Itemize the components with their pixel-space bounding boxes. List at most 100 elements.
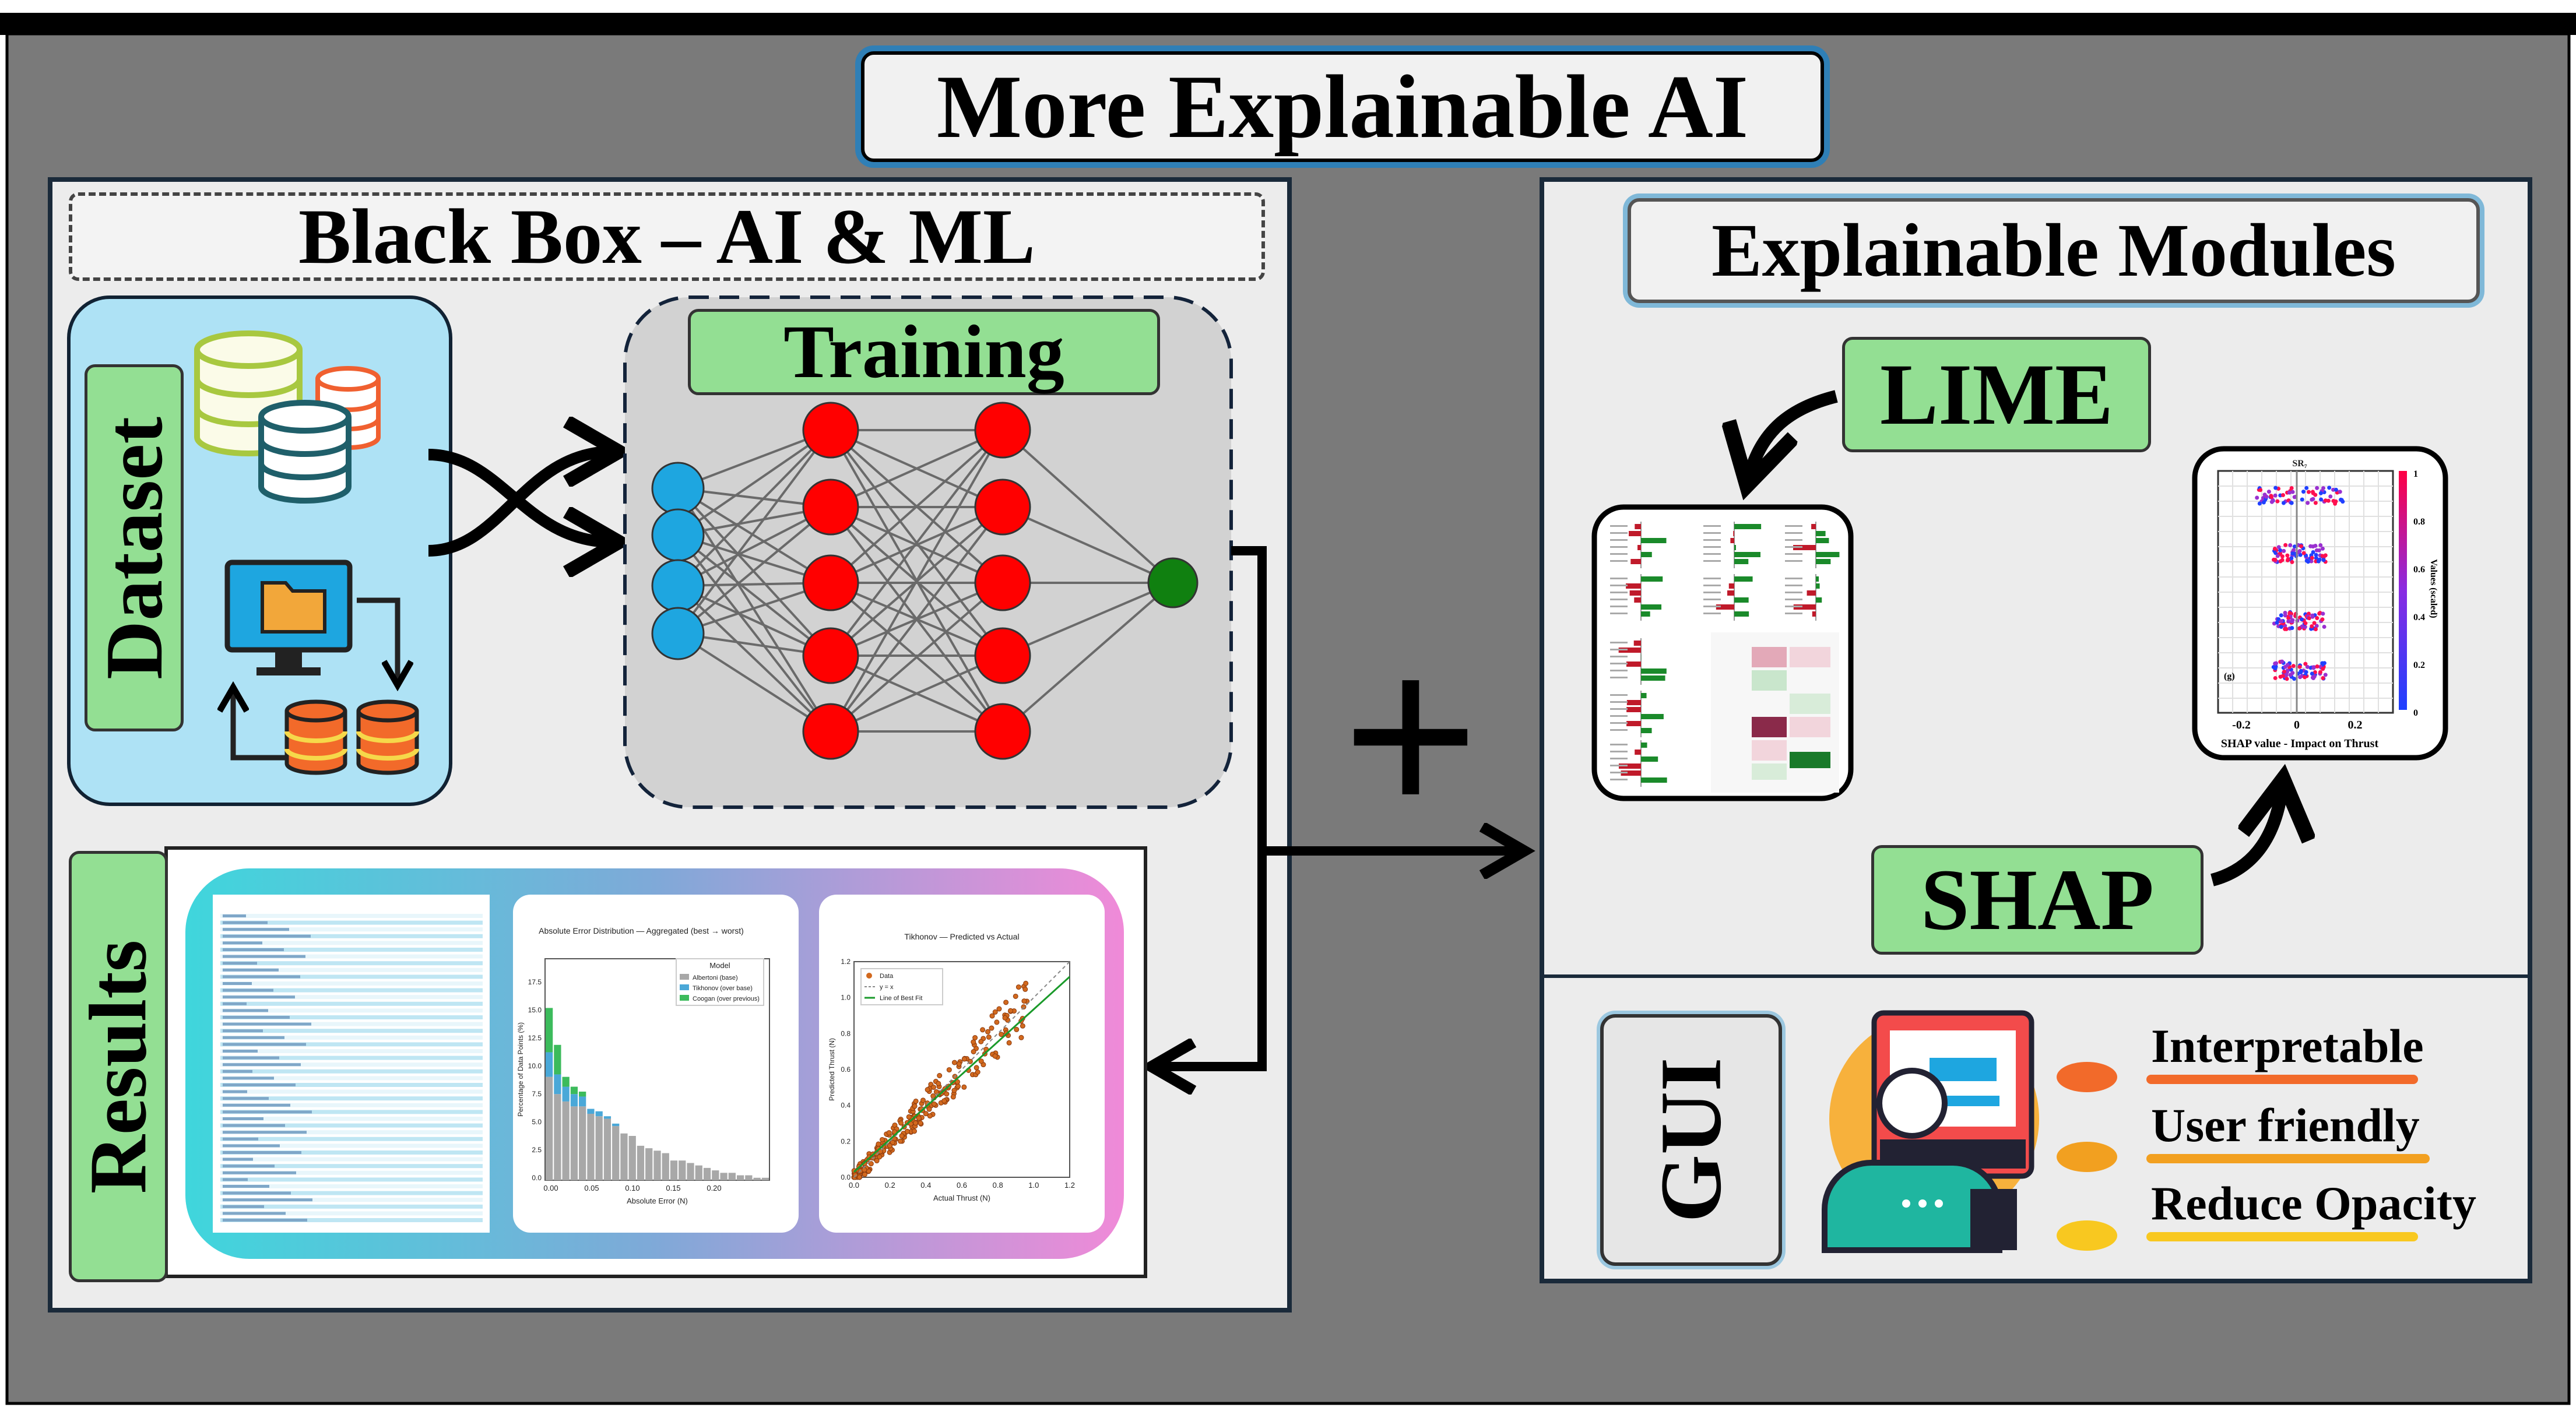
error-xtick: 0.05 (584, 1184, 599, 1192)
shap-label: SHAP (1871, 845, 2204, 955)
shap-dot (2323, 673, 2328, 677)
lime-bar (1621, 770, 1641, 776)
lime-feature-label (1610, 694, 1628, 696)
table-row-text (223, 1164, 275, 1168)
shap-dot (2318, 670, 2322, 674)
table-row (220, 1022, 483, 1026)
nn-connection (830, 429, 1003, 508)
shap-dot (2321, 675, 2325, 680)
lime-feature-label (1610, 708, 1628, 710)
lime-bar (1641, 756, 1658, 762)
shap-dot (2301, 490, 2306, 494)
scatter-point (989, 1013, 995, 1019)
error-bar-base (703, 1167, 711, 1180)
table-row-text (223, 934, 311, 938)
table-row-text (223, 1191, 291, 1195)
table-row (220, 1055, 483, 1060)
shap-dot (2320, 617, 2325, 622)
scatter-point (879, 1136, 885, 1142)
error-chart-title: Absolute Error Distribution — Aggregated… (539, 926, 744, 935)
shap-dot (2338, 490, 2342, 494)
shap-dot (2314, 624, 2319, 628)
lime-bar (1816, 559, 1831, 564)
scatter-point (971, 1048, 976, 1054)
error-ytick: 15.0 (528, 1006, 542, 1014)
shap-dot (2331, 487, 2336, 492)
table-row-text (223, 1212, 286, 1215)
table-row (220, 1218, 483, 1222)
table-row-text (223, 1097, 269, 1100)
plus-sign: + (1343, 604, 1479, 864)
table-row-text (223, 1124, 285, 1127)
shap-dot (2291, 664, 2296, 668)
scatter-point (1008, 1008, 1014, 1014)
table-row (220, 1150, 483, 1155)
scatter-point (876, 1141, 881, 1147)
scatter-point (852, 1172, 858, 1178)
shap-dot (2316, 559, 2321, 564)
table-row (220, 1191, 483, 1195)
table-row (220, 1110, 483, 1114)
gui-user-icon (1822, 1010, 2039, 1253)
error-bar-base (570, 1106, 578, 1180)
error-bar-base (679, 1160, 686, 1180)
shap-dot (2305, 664, 2310, 669)
error-bar-base (695, 1165, 702, 1180)
table-row (220, 1035, 483, 1040)
nn-connection (830, 582, 1004, 733)
lime-label: LIME (1842, 337, 2151, 452)
shap-dot (2313, 501, 2318, 505)
table-row (220, 981, 483, 986)
shap-dot (2290, 551, 2295, 556)
scatter-point (913, 1120, 919, 1126)
nn-connection (677, 632, 832, 733)
shap-dot (2306, 560, 2310, 564)
scatter-xtick: 1.2 (1064, 1181, 1075, 1190)
shap-xtick: 0 (2294, 719, 2300, 731)
lime-feature-label (1703, 606, 1721, 607)
table-row (220, 1076, 483, 1081)
shap-dot (2288, 673, 2293, 677)
lime-bar (1793, 545, 1816, 550)
scatter-point (954, 1079, 960, 1085)
table-row (220, 1211, 483, 1216)
lime-bar (1635, 750, 1641, 755)
shap-dot (2310, 624, 2314, 629)
error-bar-base (662, 1153, 669, 1180)
scatter-point (931, 1101, 937, 1107)
nn-node (802, 478, 859, 536)
error-bar-base (603, 1118, 612, 1180)
table-row (220, 1103, 483, 1107)
shap-xlabel: SHAP value - Impact on Thrust (2221, 737, 2379, 750)
lime-feature-label (1610, 649, 1628, 650)
scatter-point (890, 1139, 895, 1145)
lime-bar (1734, 545, 1736, 550)
error-xtick: 0.00 (543, 1184, 558, 1192)
error-bar-base (728, 1173, 736, 1180)
lime-bar (1641, 538, 1667, 543)
lime-feature-label (1610, 525, 1628, 527)
lime-bar (1626, 700, 1641, 705)
lime-feature-label (1785, 546, 1802, 548)
lime-feature-label (1703, 585, 1721, 586)
shap-dot (2303, 662, 2308, 666)
lime-feature-label (1610, 642, 1628, 643)
lime-feature-label (1785, 613, 1802, 614)
error-ytick: 0.0 (532, 1174, 542, 1182)
shap-dot (2297, 626, 2301, 631)
shap-dot (2315, 616, 2320, 621)
lime-feature-label (1703, 539, 1721, 541)
shap-dot (2280, 558, 2285, 562)
scatter-point (898, 1120, 904, 1126)
shap-dot (2287, 490, 2292, 495)
table-row-text (223, 928, 289, 931)
error-ytick: 7.5 (532, 1090, 542, 1098)
nn-node (802, 627, 859, 684)
shap-dot (2288, 543, 2293, 548)
scatter-legend-entry: y = x (880, 984, 894, 991)
error-ytick: 17.5 (528, 978, 542, 986)
nn-connection (830, 429, 1004, 657)
scatter-xtick: 0.8 (993, 1181, 1003, 1190)
shap-dot (2290, 490, 2295, 494)
scatter-point (1006, 1040, 1012, 1046)
